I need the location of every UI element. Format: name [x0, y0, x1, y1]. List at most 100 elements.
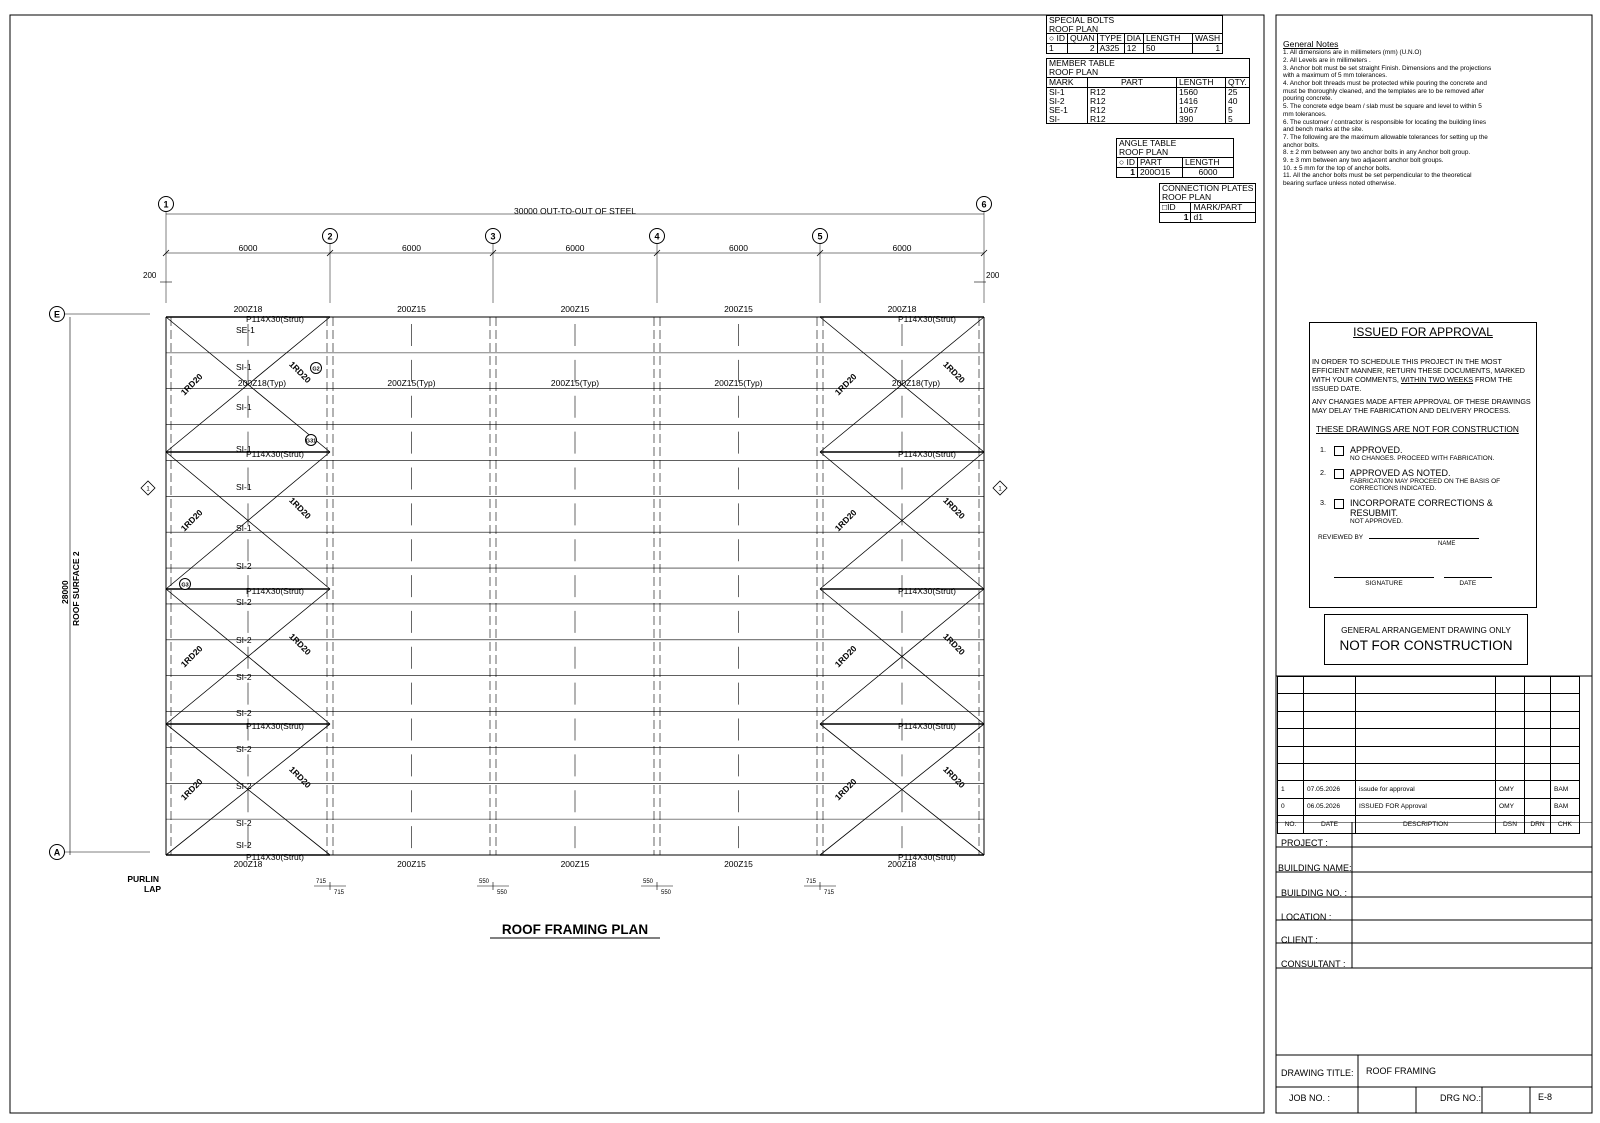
dim-tick: [489, 249, 497, 257]
strut-label: P114X30(Strut): [246, 314, 304, 324]
grid-bubble-label: 2: [327, 232, 332, 242]
lap-dim-text: 550: [479, 879, 490, 885]
grid-bubble-label: 4: [654, 232, 659, 242]
grid-bubble-label: E: [54, 310, 60, 320]
option-sub: NOT APPROVED.: [1350, 518, 1403, 525]
bay-dim-text: 6000: [893, 243, 912, 253]
note-item: 3. Anchor bolt must be set straight Fini…: [1283, 64, 1492, 80]
option-number: 1.: [1320, 445, 1326, 454]
rod-label: 1RD20: [287, 495, 313, 521]
approval-paragraph-1: IN ORDER TO SCHEDULE THIS PROJECT IN THE…: [1312, 357, 1525, 393]
bottom-purlin-label: 200Z18: [888, 859, 917, 869]
strut-label: P114X30(Strut): [898, 721, 956, 731]
table-row: [1277, 728, 1580, 747]
grid-bubble-label: 3: [490, 232, 495, 242]
table-row: [1277, 710, 1580, 730]
grid-bubble: [49, 844, 65, 860]
rod-label: 1RD20: [941, 495, 967, 521]
lap-dim-text: 550: [497, 890, 508, 896]
edge-dim-text: 200: [986, 271, 1000, 280]
approval-stamp: ISSUED FOR APPROVAL IN ORDER TO SCHEDULE…: [1309, 322, 1537, 608]
resubmit-checkbox[interactable]: [1334, 499, 1344, 509]
rod-label: 1RD20: [287, 631, 313, 657]
rod-label: 1RD20: [833, 643, 859, 669]
rev-cell: issude for approval: [1355, 780, 1496, 799]
note-item: 5. The concrete edge beam / slab must be…: [1283, 103, 1482, 118]
cp-title: CONNECTION PLATES: [1162, 183, 1254, 193]
section-marker: [140, 480, 156, 496]
option-sub: FABRICATION MAY PROCEED ON THE BASIS OF …: [1350, 478, 1501, 492]
plan-title: ROOF FRAMING PLAN: [502, 922, 648, 937]
sag-rod-label: SI-2: [236, 597, 252, 607]
not-for-construction-note: THESE DRAWINGS ARE NOT FOR CONSTRUCTION: [1316, 424, 1519, 434]
sag-rod-label: SI-2: [236, 840, 252, 850]
purlin-lap-label: LAP: [144, 884, 161, 894]
project-label: PROJECT :: [1281, 838, 1328, 848]
rod-label: 1RD20: [833, 371, 859, 397]
bracing-rod: [819, 588, 985, 725]
strut-label: P114X30(Strut): [898, 852, 956, 862]
rev-cell: 1: [1277, 780, 1304, 799]
typ-purlin-label: 200Z15(Typ): [551, 378, 599, 388]
drawing-title: ROOF FRAMING: [1366, 1066, 1436, 1076]
lap-dim-text: 715: [334, 890, 345, 896]
rod-label: 1RD20: [833, 776, 859, 802]
overall-dim-text: 30000 OUT-TO-OUT OF STEEL: [514, 206, 636, 216]
location-label: LOCATION :: [1281, 912, 1332, 922]
dim-tick: [653, 249, 661, 257]
side-dim-text: 28000: [60, 580, 70, 604]
table-row: [1277, 762, 1580, 782]
option-title: INCORPORATE CORRECTIONS & RESUBMIT.: [1350, 498, 1493, 518]
approval-option-2: 2. APPROVED AS NOTED.FABRICATION MAY PRO…: [1320, 468, 1536, 492]
approval-option-1: 1. APPROVED.NO CHANGES. PROCEED WITH FAB…: [1320, 445, 1536, 462]
rev-h-no: NO.: [1277, 815, 1304, 834]
special-bolts-title: SPECIAL BOLTS: [1049, 15, 1115, 25]
edge-dim-text: 200: [143, 271, 157, 280]
mt-h-part: PART: [1087, 76, 1177, 88]
bracing-rod: [165, 588, 331, 725]
cp-subtitle: ROOF PLAN: [1162, 191, 1212, 202]
grid-bubble: [158, 196, 174, 212]
rev-cell: [1524, 780, 1551, 799]
at-h-part: PART: [1137, 156, 1183, 168]
approved-as-noted-checkbox[interactable]: [1334, 469, 1344, 479]
rev-cell: 0: [1277, 797, 1304, 817]
revision-table: 1 07.05.2026 issude for approval OMY BAM…: [1277, 675, 1580, 834]
signature-line: SIGNATURE: [1334, 577, 1434, 587]
strut-label: P114X30(Strut): [246, 852, 304, 862]
member-table-subtitle: ROOF PLAN: [1049, 66, 1099, 77]
rod-label: 1RD20: [179, 507, 205, 533]
at-h-length: LENGTH: [1182, 156, 1234, 168]
approval-title: ISSUED FOR APPROVAL: [1353, 325, 1493, 339]
lap-dim-text: 715: [824, 890, 835, 896]
typ-purlin-label: 200Z18(Typ): [238, 378, 286, 388]
table-row: 1 2 A325 12 50 1: [1046, 42, 1224, 54]
grid-bubble-label: A: [54, 848, 61, 858]
table-row: □ID MARK/PART: [1158, 201, 1257, 213]
bay-dim-text: 6000: [729, 243, 748, 253]
strut-label: P114X30(Strut): [898, 314, 956, 324]
ga-line1: GENERAL ARRANGEMENT DRAWING ONLY: [1341, 626, 1511, 635]
note-item: 4. Anchor bolt threads must be protected…: [1283, 80, 1487, 103]
table-row: 0 06.05.2026 ISSUED FOR Approval OMY BAM: [1277, 797, 1580, 817]
client-label: CLIENT :: [1281, 935, 1318, 945]
sb-cell: 1: [1046, 42, 1068, 54]
building-no-label: BUILDING NO. :: [1281, 888, 1348, 898]
approved-checkbox[interactable]: [1334, 446, 1344, 456]
sag-rod-label: SI-2: [236, 781, 252, 791]
option-number: 3.: [1320, 498, 1326, 507]
notes-heading: General Notes: [1283, 39, 1339, 49]
bottom-purlin-label: 200Z15: [397, 859, 426, 869]
sb-cell: 12: [1123, 42, 1144, 54]
table-row: NO. DATE DESCRIPTION DSN DRN CHK: [1277, 815, 1580, 834]
sb-h-wash: WASH: [1191, 33, 1224, 44]
sb-h-type: TYPE: [1096, 33, 1125, 44]
drg-no: E-8: [1538, 1092, 1553, 1102]
top-purlin-label: 200Z18: [888, 304, 917, 314]
section-marker-label: 1: [146, 487, 150, 493]
rev-cell: 07.05.2026: [1303, 780, 1356, 799]
drg-no-label: DRG NO.:: [1440, 1093, 1482, 1103]
